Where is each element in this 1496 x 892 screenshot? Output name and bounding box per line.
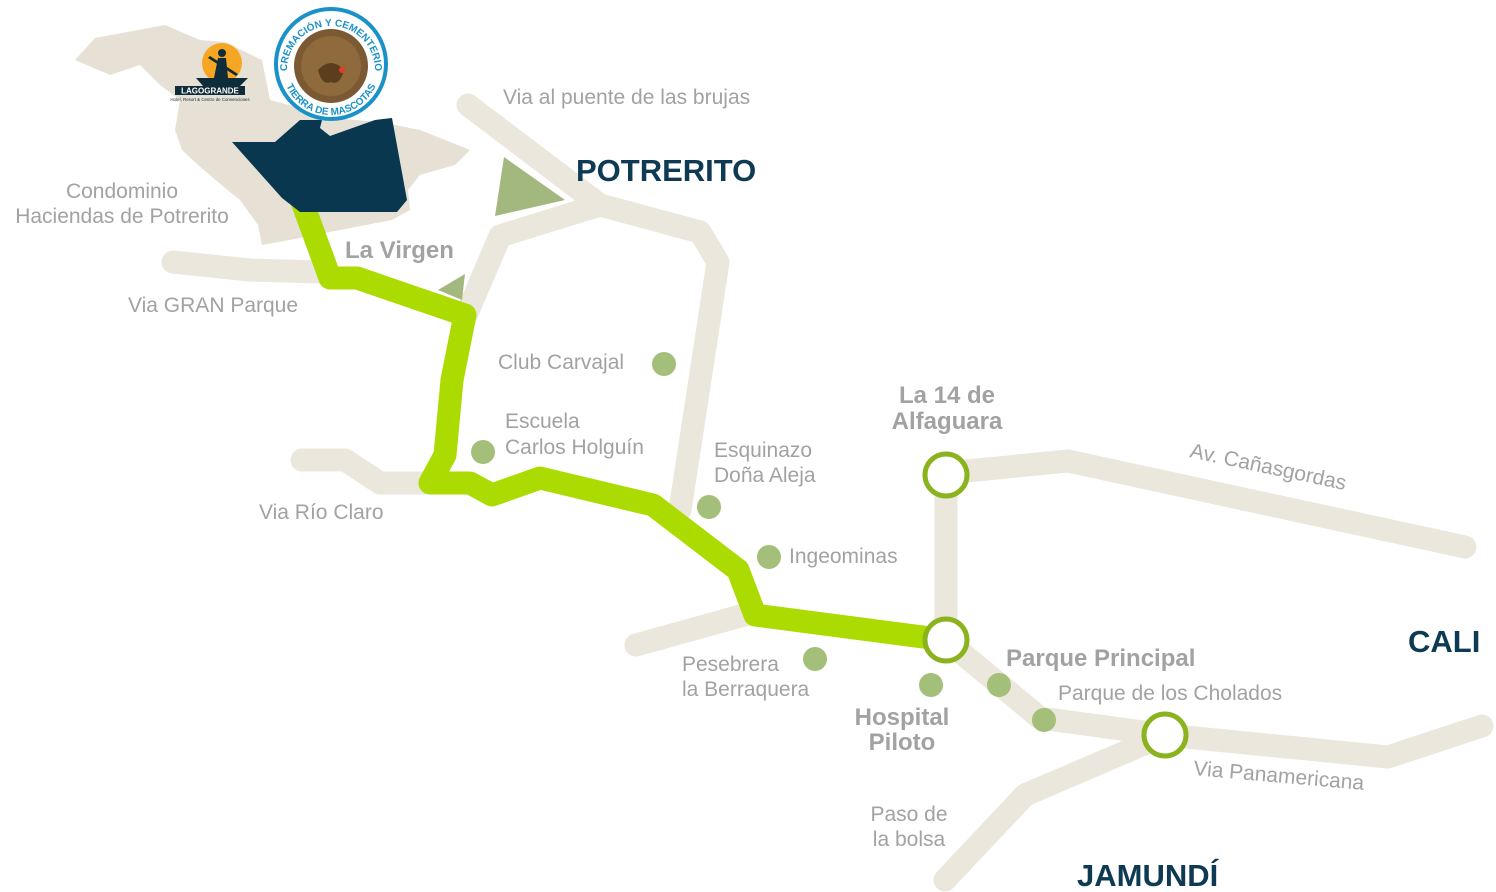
label-alfaguara-line1: La 14 de (899, 382, 995, 409)
label-paso-line1: Paso de (870, 803, 947, 826)
node-panamericana[interactable] (1141, 711, 1189, 759)
label-escuela-line2: Carlos Holguín (505, 436, 644, 459)
poi-dot-esquinazo[interactable] (697, 495, 721, 519)
road-la-virgen (453, 193, 612, 330)
label-escuela-line1: Escuela (505, 410, 580, 433)
label-club-carvajal: Club Carvajal (498, 351, 624, 374)
label-puente-brujas: Via al puente de las brujas (503, 86, 750, 109)
poi-dots (471, 352, 1056, 732)
kayaker-icon (196, 56, 248, 86)
road-pesebrera (624, 600, 767, 657)
label-parque-principal: Parque Principal (1006, 645, 1195, 672)
poi-dot-ingeominas[interactable] (757, 545, 781, 569)
kayaker-head-icon (218, 49, 226, 57)
label-la-virgen: La Virgen (345, 237, 454, 264)
label-esquinazo-line1: Esquinazo (714, 439, 812, 462)
city-potrerito: POTRERITO (576, 153, 756, 188)
poi-dot-hospital[interactable] (919, 673, 943, 697)
lagogrande-tagline: Hotel, Resort & Centro de Convenciones (170, 97, 250, 102)
road-puente-brujas (456, 93, 730, 522)
heart-icon (339, 67, 345, 73)
label-hospital-line2: Piloto (869, 729, 936, 756)
road-rio-claro (290, 448, 442, 495)
label-gran-parque: Via GRAN Parque (128, 294, 298, 317)
label-pesebrera-line2: la Berraquera (682, 678, 810, 701)
label-ingeominas: Ingeominas (789, 545, 898, 568)
road-canasgordas (934, 449, 1477, 559)
road-jamundi (933, 723, 1177, 892)
junction-nodes (922, 451, 1189, 759)
paw-print-icon (318, 63, 344, 83)
poi-dot-club-carvajal[interactable] (652, 352, 676, 376)
label-hospital-line1: Hospital (855, 704, 950, 731)
label-esquinazo-line2: Doña Aleja (714, 464, 816, 487)
poi-dot-pesebrera[interactable] (803, 647, 827, 671)
city-jamundi: JAMUNDÍ (1077, 858, 1220, 892)
label-rio-claro: Via Río Claro (259, 501, 384, 524)
destination-pin (232, 118, 407, 212)
node-alfaguara[interactable] (922, 451, 970, 499)
label-alfaguara-line2: Alfaguara (892, 408, 1003, 435)
road-gran-parque (161, 250, 332, 284)
node-parque-principal[interactable] (922, 616, 970, 664)
poi-dot-escuela[interactable] (471, 440, 495, 464)
label-pesebrera-line1: Pesebrera (682, 653, 779, 676)
label-cholados: Parque de los Cholados (1058, 682, 1282, 705)
potrerito-triangle-marker (495, 157, 565, 216)
poi-dot-cholados[interactable] (1032, 708, 1056, 732)
label-condominio-line1: Condominio (66, 180, 178, 203)
city-cali: CALI (1408, 624, 1480, 659)
highlighted-route (288, 184, 958, 652)
label-paso-line2: la bolsa (873, 828, 946, 851)
la-virgen-triangle-marker (438, 274, 465, 300)
label-condominio-line2: Haciendas de Potrerito (15, 205, 229, 228)
poi-dot-parque-principal[interactable] (987, 673, 1011, 697)
lagogrande-wordmark-bg (175, 86, 245, 95)
lagogrande-wordmark: LAGOGRANDE (181, 87, 239, 96)
lagogrande-logo: LAGOGRANDE Hotel, Resort & Centro de Con… (170, 43, 250, 102)
